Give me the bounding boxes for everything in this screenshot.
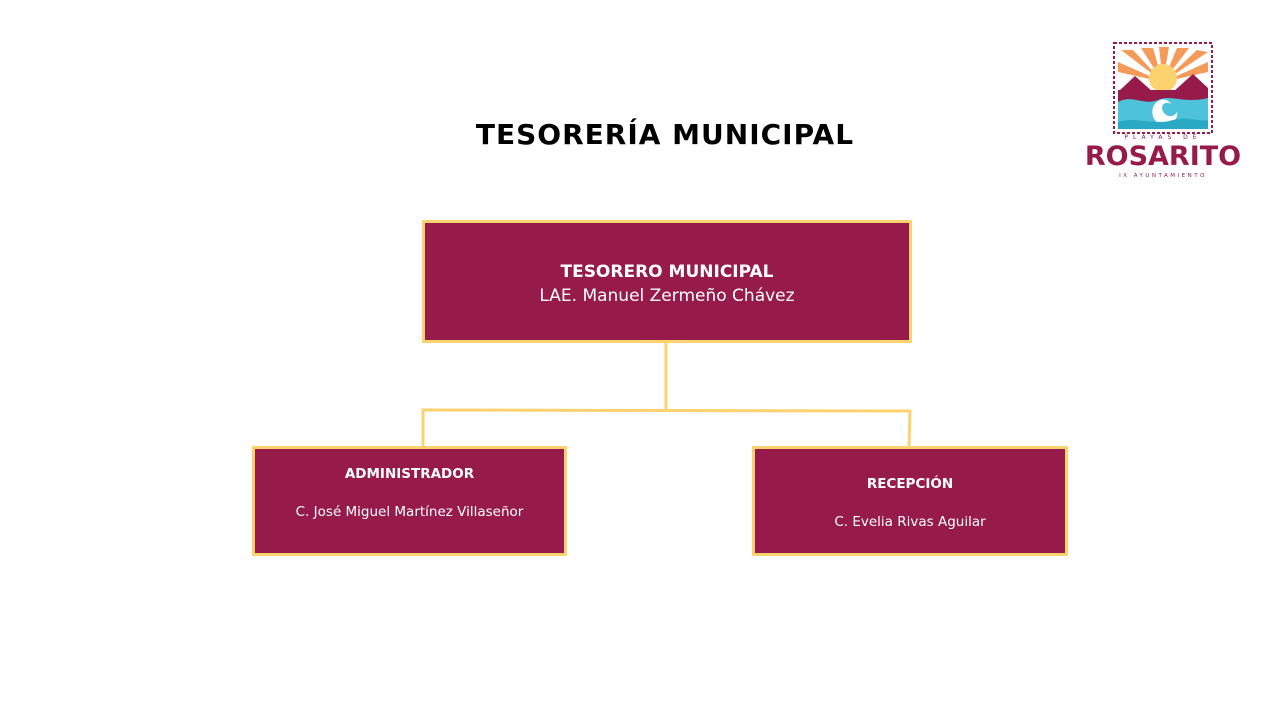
rosarito-logo: PLAYAS DE ROSARITO IX AYUNTAMIENTO — [1080, 40, 1250, 185]
sun-wave-emblem-icon — [1113, 42, 1213, 134]
recepcion-role: RECEPCIÓN — [866, 476, 954, 492]
recepcion-person: C. Evelia Rivas Aguilar — [834, 514, 986, 530]
logo-name: ROSARITO — [1084, 141, 1242, 172]
org-box-administrador: ADMINISTRADOR C. José Miguel Martínez Vi… — [252, 446, 567, 556]
administrador-role: ADMINISTRADOR — [344, 466, 475, 482]
logo-subtitle: IX AYUNTAMIENTO — [1119, 173, 1207, 179]
connector-right-down — [907, 409, 912, 448]
head-role: TESORERO MUNICIPAL — [560, 262, 774, 282]
logo-top-text: PLAYAS DE — [1124, 134, 1202, 141]
connector-horizontal — [421, 408, 912, 413]
administrador-person: C. José Miguel Martínez Villaseñor — [295, 504, 524, 520]
page-title: TESORERÍA MUNICIPAL — [475, 118, 855, 151]
org-box-head: TESORERO MUNICIPAL LAE. Manuel Zermeño C… — [422, 220, 912, 343]
head-person: LAE. Manuel Zermeño Chávez — [539, 286, 795, 306]
org-box-recepcion: RECEPCIÓN C. Evelia Rivas Aguilar — [752, 446, 1068, 556]
